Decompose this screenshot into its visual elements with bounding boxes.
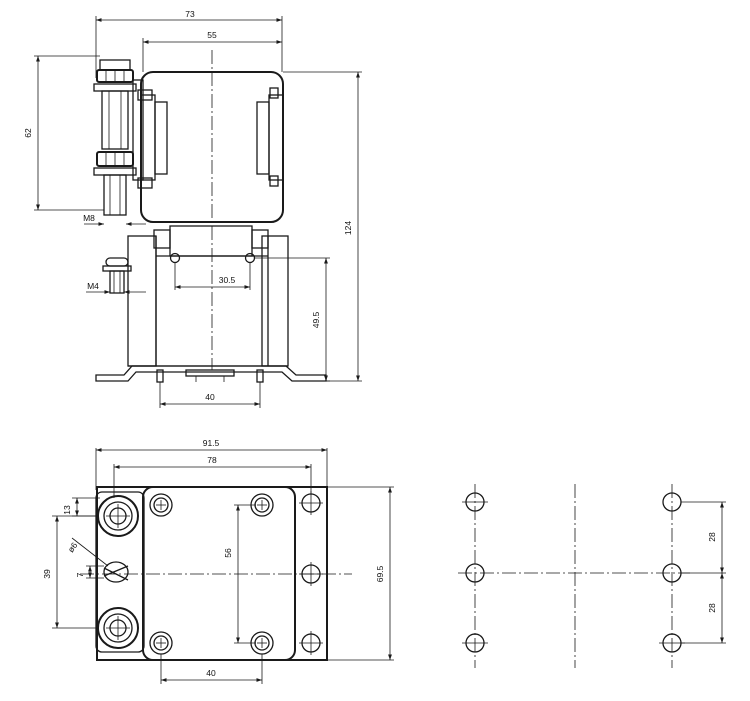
drilling-pattern: 28 28 [458, 484, 726, 668]
top-view: 91.5 78 13 ø6 39 7 56 69.5 [42, 438, 394, 684]
dim-bolt-thread: M8 [83, 213, 95, 223]
dim-top-width-overall: 91.5 [203, 438, 220, 448]
dim-top-screw-spacing: 40 [206, 668, 216, 678]
dim-top-depth: 69.5 [375, 565, 385, 582]
dim-foot-spacing: 40 [205, 392, 215, 402]
dim-front-width-body: 55 [207, 30, 217, 40]
front-view: 73 55 62 M8 124 30.5 M4 49.5 [23, 9, 362, 408]
lower-terminal [97, 607, 139, 649]
dim-drill-spacing-lower: 28 [707, 603, 717, 613]
base-body [142, 486, 296, 661]
dim-front-terminal-height: 62 [23, 128, 33, 138]
dim-top-coil-offset: 7 [75, 572, 85, 577]
coil-terminal [103, 561, 129, 583]
dim-mount-hole-spacing: 30.5 [219, 275, 236, 285]
dim-top-screw-span: 56 [223, 548, 233, 558]
dim-drill-spacing-upper: 28 [707, 532, 717, 542]
relay-base [95, 225, 327, 383]
plate-holes [299, 491, 323, 655]
dim-front-width-overall: 73 [185, 9, 195, 19]
upper-terminal [97, 495, 139, 537]
dim-front-total-height: 124 [343, 221, 353, 235]
dim-hole-height: 49.5 [311, 311, 321, 328]
coil-screw-m4 [102, 257, 132, 294]
dim-top-hole-span: 78 [207, 455, 217, 465]
dim-top-terminal-offset: 13 [62, 505, 72, 515]
dim-top-terminal-span: 39 [42, 569, 52, 579]
dim-coil-thread: M4 [87, 281, 99, 291]
main-terminal [93, 59, 144, 216]
